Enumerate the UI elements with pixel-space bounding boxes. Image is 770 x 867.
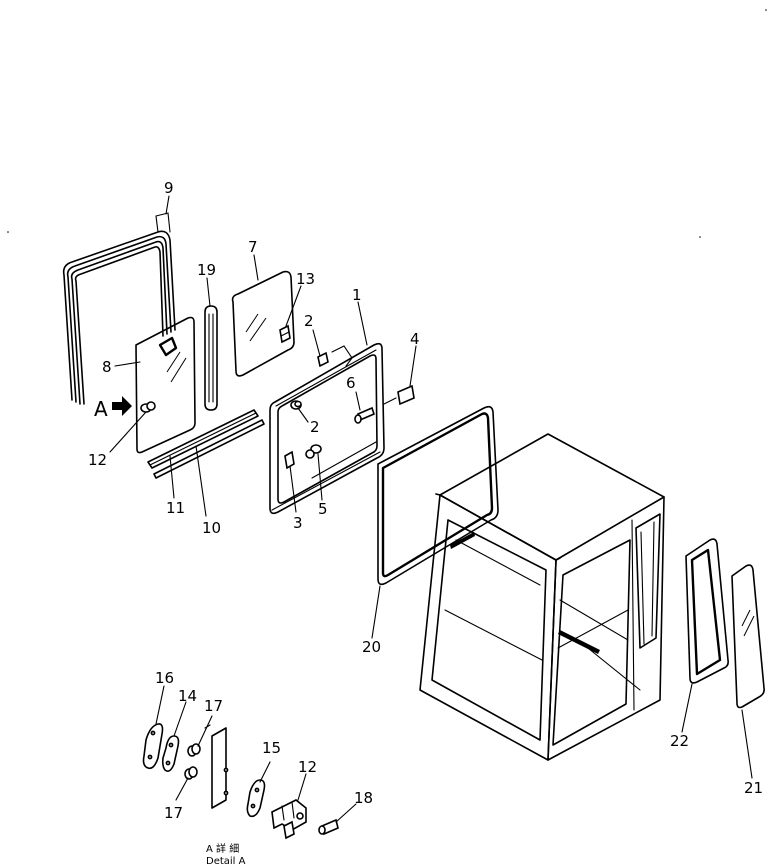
rail-part-11 bbox=[153, 419, 265, 479]
catch-part-12 bbox=[271, 799, 307, 840]
side-seal-part-22 bbox=[685, 538, 729, 684]
collar-part-17-lower bbox=[184, 766, 198, 780]
clip-part-2-upper bbox=[317, 345, 353, 368]
label-7: 7 bbox=[248, 238, 258, 256]
latch-part-3 bbox=[284, 450, 295, 470]
latch-part-13 bbox=[279, 324, 291, 344]
label-2-lower: 2 bbox=[310, 418, 320, 436]
rail-part-10 bbox=[147, 409, 259, 469]
cab-body bbox=[419, 433, 665, 761]
label-19: 19 bbox=[197, 261, 216, 279]
scan-dot bbox=[7, 231, 9, 233]
label-12-detail: 12 bbox=[298, 758, 317, 776]
arrow-right-icon bbox=[112, 396, 132, 416]
label-4: 4 bbox=[410, 330, 420, 348]
label-8: 8 bbox=[102, 358, 112, 376]
glass-panel-part-7 bbox=[231, 270, 295, 377]
mount-plate bbox=[211, 727, 227, 809]
label-15: 15 bbox=[262, 739, 281, 757]
leader-lines bbox=[109, 195, 753, 823]
label-5: 5 bbox=[318, 500, 328, 518]
part-numbers: 9 7 19 13 1 2 4 8 6 2 12 11 10 3 5 20 22… bbox=[88, 179, 763, 822]
label-21: 21 bbox=[744, 779, 763, 797]
spacer-part-14 bbox=[161, 735, 180, 772]
label-10: 10 bbox=[202, 519, 221, 537]
clip-part-2-lower bbox=[290, 400, 302, 410]
view-a-marker: A bbox=[94, 396, 132, 421]
plate-part-4 bbox=[383, 384, 415, 406]
detail-a-group bbox=[142, 723, 339, 840]
label-22: 22 bbox=[670, 732, 689, 750]
label-13: 13 bbox=[296, 270, 315, 288]
label-9: 9 bbox=[164, 179, 174, 197]
label-3: 3 bbox=[293, 514, 303, 532]
label-17-lower: 17 bbox=[164, 804, 183, 822]
bolt-part-18 bbox=[318, 818, 339, 836]
screw-part-5 bbox=[305, 444, 322, 459]
label-6: 6 bbox=[346, 374, 356, 392]
detail-caption-jp: A 詳 細 bbox=[206, 842, 239, 855]
weather-strip-part-9 bbox=[62, 212, 176, 405]
scan-dot bbox=[699, 236, 701, 238]
view-a-label: A bbox=[94, 397, 108, 421]
label-17-upper: 17 bbox=[204, 697, 223, 715]
plate-part-15 bbox=[246, 779, 266, 818]
glass-panel-part-8 bbox=[135, 316, 196, 454]
window-frame-part-1 bbox=[269, 342, 385, 515]
scan-dot bbox=[765, 9, 767, 11]
knob-part-12 bbox=[140, 401, 156, 413]
label-16: 16 bbox=[155, 669, 174, 687]
label-1: 1 bbox=[352, 286, 362, 304]
seal-frame-part-20 bbox=[377, 405, 499, 586]
label-14: 14 bbox=[178, 687, 197, 705]
label-12-main: 12 bbox=[88, 451, 107, 469]
detail-caption-en: Detail A bbox=[206, 856, 246, 867]
side-glass-part-21 bbox=[731, 564, 765, 709]
label-18: 18 bbox=[354, 789, 373, 807]
channel-strip-part-19 bbox=[204, 305, 218, 411]
collar-part-17-upper bbox=[187, 743, 201, 757]
label-11: 11 bbox=[166, 499, 185, 517]
detail-a-caption: A 詳 細 Detail A bbox=[206, 842, 246, 867]
label-2-upper: 2 bbox=[304, 312, 314, 330]
label-20: 20 bbox=[362, 638, 381, 656]
plate-part-16 bbox=[142, 723, 164, 770]
bolt-part-6 bbox=[354, 406, 375, 424]
